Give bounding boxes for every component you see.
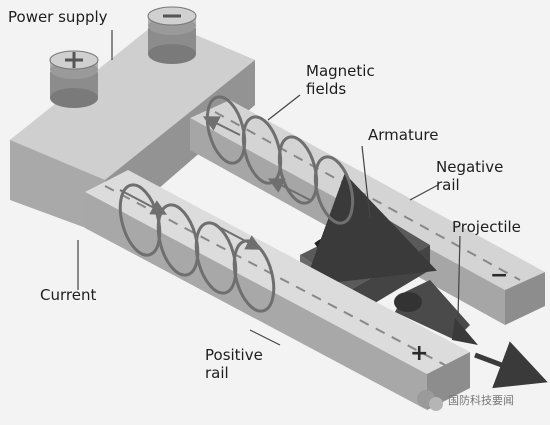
- watermark-text: 国防科技要闻: [448, 393, 514, 407]
- label-current: Current: [40, 286, 96, 304]
- label-positive-rail-2: rail: [205, 364, 229, 382]
- negative-sign-icon: −: [490, 263, 508, 288]
- label-projectile: Projectile: [452, 218, 521, 236]
- leader-lines: [77, 30, 461, 346]
- label-negative-rail-2: rail: [436, 176, 460, 194]
- positive-sign-icon: +: [410, 341, 428, 366]
- watermark: 国防科技要闻: [417, 390, 514, 411]
- magnetic-field-loops: [118, 95, 355, 313]
- label-magnetic-fields-2: fields: [306, 80, 346, 98]
- projectile: [394, 280, 478, 345]
- label-power-supply: Power supply: [8, 8, 108, 26]
- label-negative-rail-1: Negative: [436, 158, 503, 176]
- terminal-left-icon: [49, 50, 99, 108]
- terminal-right-icon: [147, 6, 197, 64]
- label-magnetic-fields-1: Magnetic: [306, 62, 375, 80]
- positive-rail: [85, 170, 470, 410]
- launch-direction-arrow: [474, 341, 548, 389]
- label-armature: Armature: [368, 126, 438, 144]
- current-arrows: [119, 116, 311, 250]
- wechat-icon: [417, 390, 443, 411]
- label-positive-rail-1: Positive: [205, 346, 263, 364]
